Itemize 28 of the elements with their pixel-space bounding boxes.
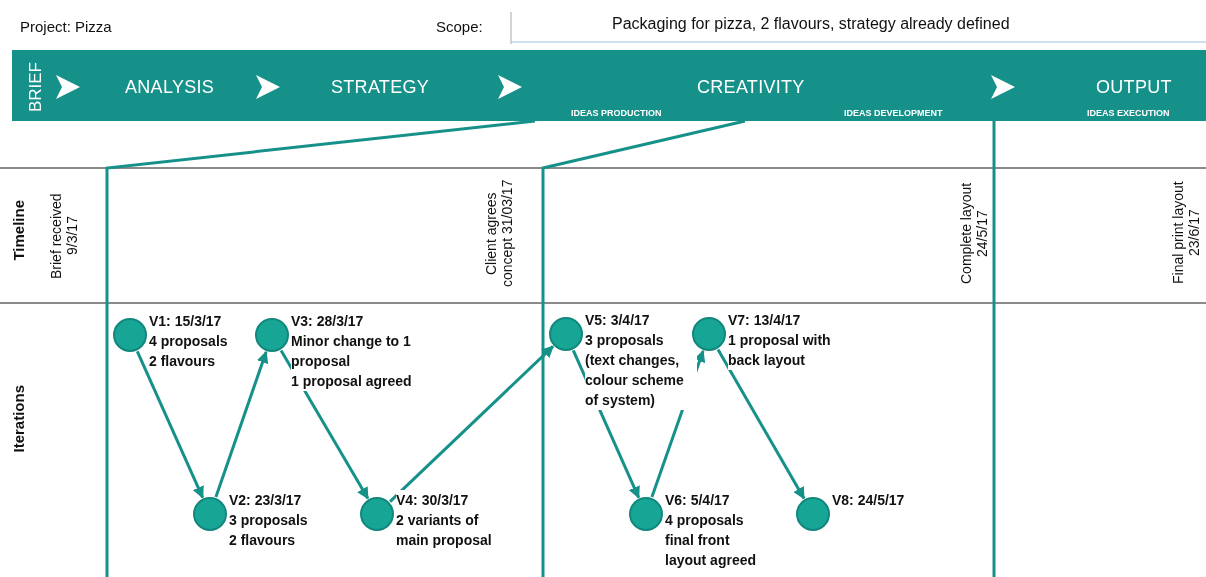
arrow bbox=[279, 349, 370, 500]
iteration-circle bbox=[796, 497, 830, 531]
milestone-text: Brief received 9/3/17 bbox=[48, 192, 80, 281]
phase-label: OUTPUT bbox=[1096, 77, 1172, 98]
arrow bbox=[388, 345, 555, 503]
row-title: Timeline bbox=[10, 200, 27, 261]
arrow bbox=[214, 350, 269, 498]
iteration-circle bbox=[113, 318, 147, 352]
phase-label: ANALYSIS bbox=[125, 77, 215, 98]
phase-label: STRATEGY bbox=[331, 77, 430, 98]
row-title: Iterations bbox=[10, 385, 27, 453]
iteration-circle bbox=[360, 497, 394, 531]
iteration-circle bbox=[629, 497, 663, 531]
milestone-text: Final print layout 23/6/17 bbox=[1170, 180, 1202, 287]
scope-text: Packaging for pizza, 2 flavours, strategy already defined bbox=[612, 15, 1010, 33]
milestone-text: Complete layout 24/5/17 bbox=[958, 181, 990, 287]
phase-label: CREATIVITY bbox=[697, 77, 805, 98]
arrow bbox=[135, 350, 205, 499]
iteration-circle bbox=[549, 317, 583, 351]
milestone-text: Client agrees concept 31/03/17 bbox=[483, 178, 515, 290]
iteration-circle bbox=[692, 317, 726, 351]
iteration-circle bbox=[255, 318, 289, 352]
phase-label: BRIEF bbox=[26, 62, 46, 113]
arrow bbox=[716, 348, 806, 500]
project-text: Project: Pizza bbox=[20, 18, 112, 35]
scope-label: Scope: bbox=[436, 18, 483, 35]
iteration-note: 1 proposal agreed bbox=[291, 371, 412, 391]
iteration-circle bbox=[193, 497, 227, 531]
